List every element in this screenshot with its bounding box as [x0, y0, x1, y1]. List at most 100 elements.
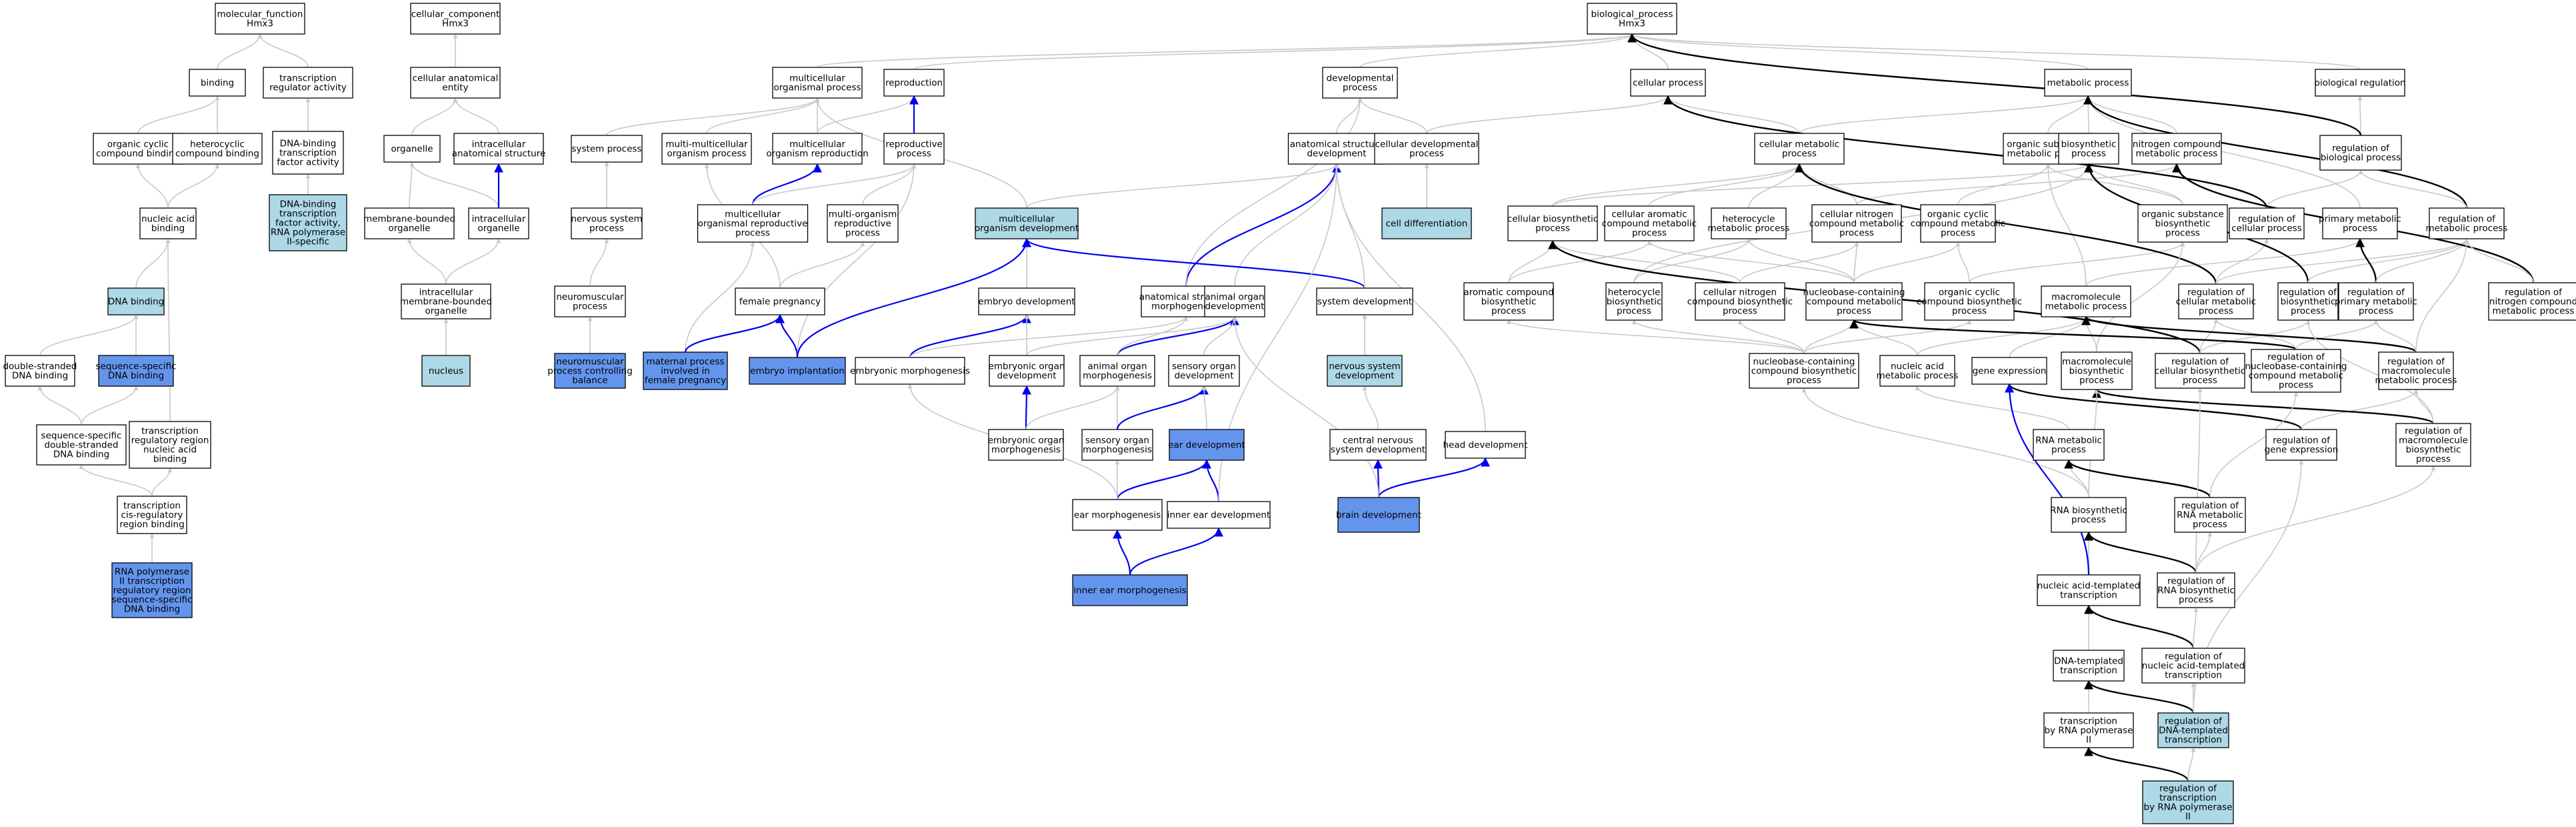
- go-term-node-dnab[interactable]: DNA binding: [107, 287, 165, 315]
- go-term-node-cellp[interactable]: cellular process: [1630, 69, 1706, 97]
- go-term-node-iem[interactable]: inner ear morphogenesis: [1072, 574, 1188, 606]
- go-term-node-rmbp[interactable]: regulation ofmacromoleculebiosyntheticpr…: [2395, 423, 2471, 467]
- go-term-node-iedev[interactable]: inner ear development: [1167, 501, 1271, 529]
- go-term-node-embimp[interactable]: embryo implantation: [749, 357, 846, 385]
- go-term-node-metp[interactable]: metabolic process: [2044, 69, 2132, 97]
- go-term-node-geneexp[interactable]: gene expression: [1971, 357, 2047, 385]
- go-term-node-embmorph[interactable]: embryonic morphogenesis: [850, 357, 970, 385]
- go-term-node-celldiff[interactable]: cell differentiation: [1381, 207, 1472, 239]
- go-term-node-organelle[interactable]: organelle: [383, 135, 441, 163]
- go-term-node-bioreg[interactable]: biological regulation: [2314, 69, 2406, 97]
- go-term-node-sysp[interactable]: system process: [571, 135, 643, 163]
- go-term-node-embdev[interactable]: embryo development: [978, 287, 1075, 315]
- go-term-node-repro[interactable]: reproduction: [883, 69, 945, 97]
- go-term-node-sysdev[interactable]: system development: [1316, 287, 1413, 315]
- go-term-node-binding[interactable]: binding: [189, 69, 246, 97]
- go-term-node-rncbcmp[interactable]: regulation ofnucleobase-containingcompou…: [2245, 349, 2347, 393]
- go-term-node-nucleus[interactable]: nucleus: [421, 355, 471, 387]
- go-term-node-headdev[interactable]: head development: [1443, 431, 1528, 459]
- go-term-node-eardev[interactable]: ear development: [1168, 429, 1245, 461]
- go-term-node-braindev[interactable]: brain development: [1336, 497, 1421, 533]
- go-term-node-fpreg[interactable]: female pregnancy: [735, 287, 825, 315]
- go-term-node-earmorph[interactable]: ear morphogenesis: [1072, 499, 1163, 531]
